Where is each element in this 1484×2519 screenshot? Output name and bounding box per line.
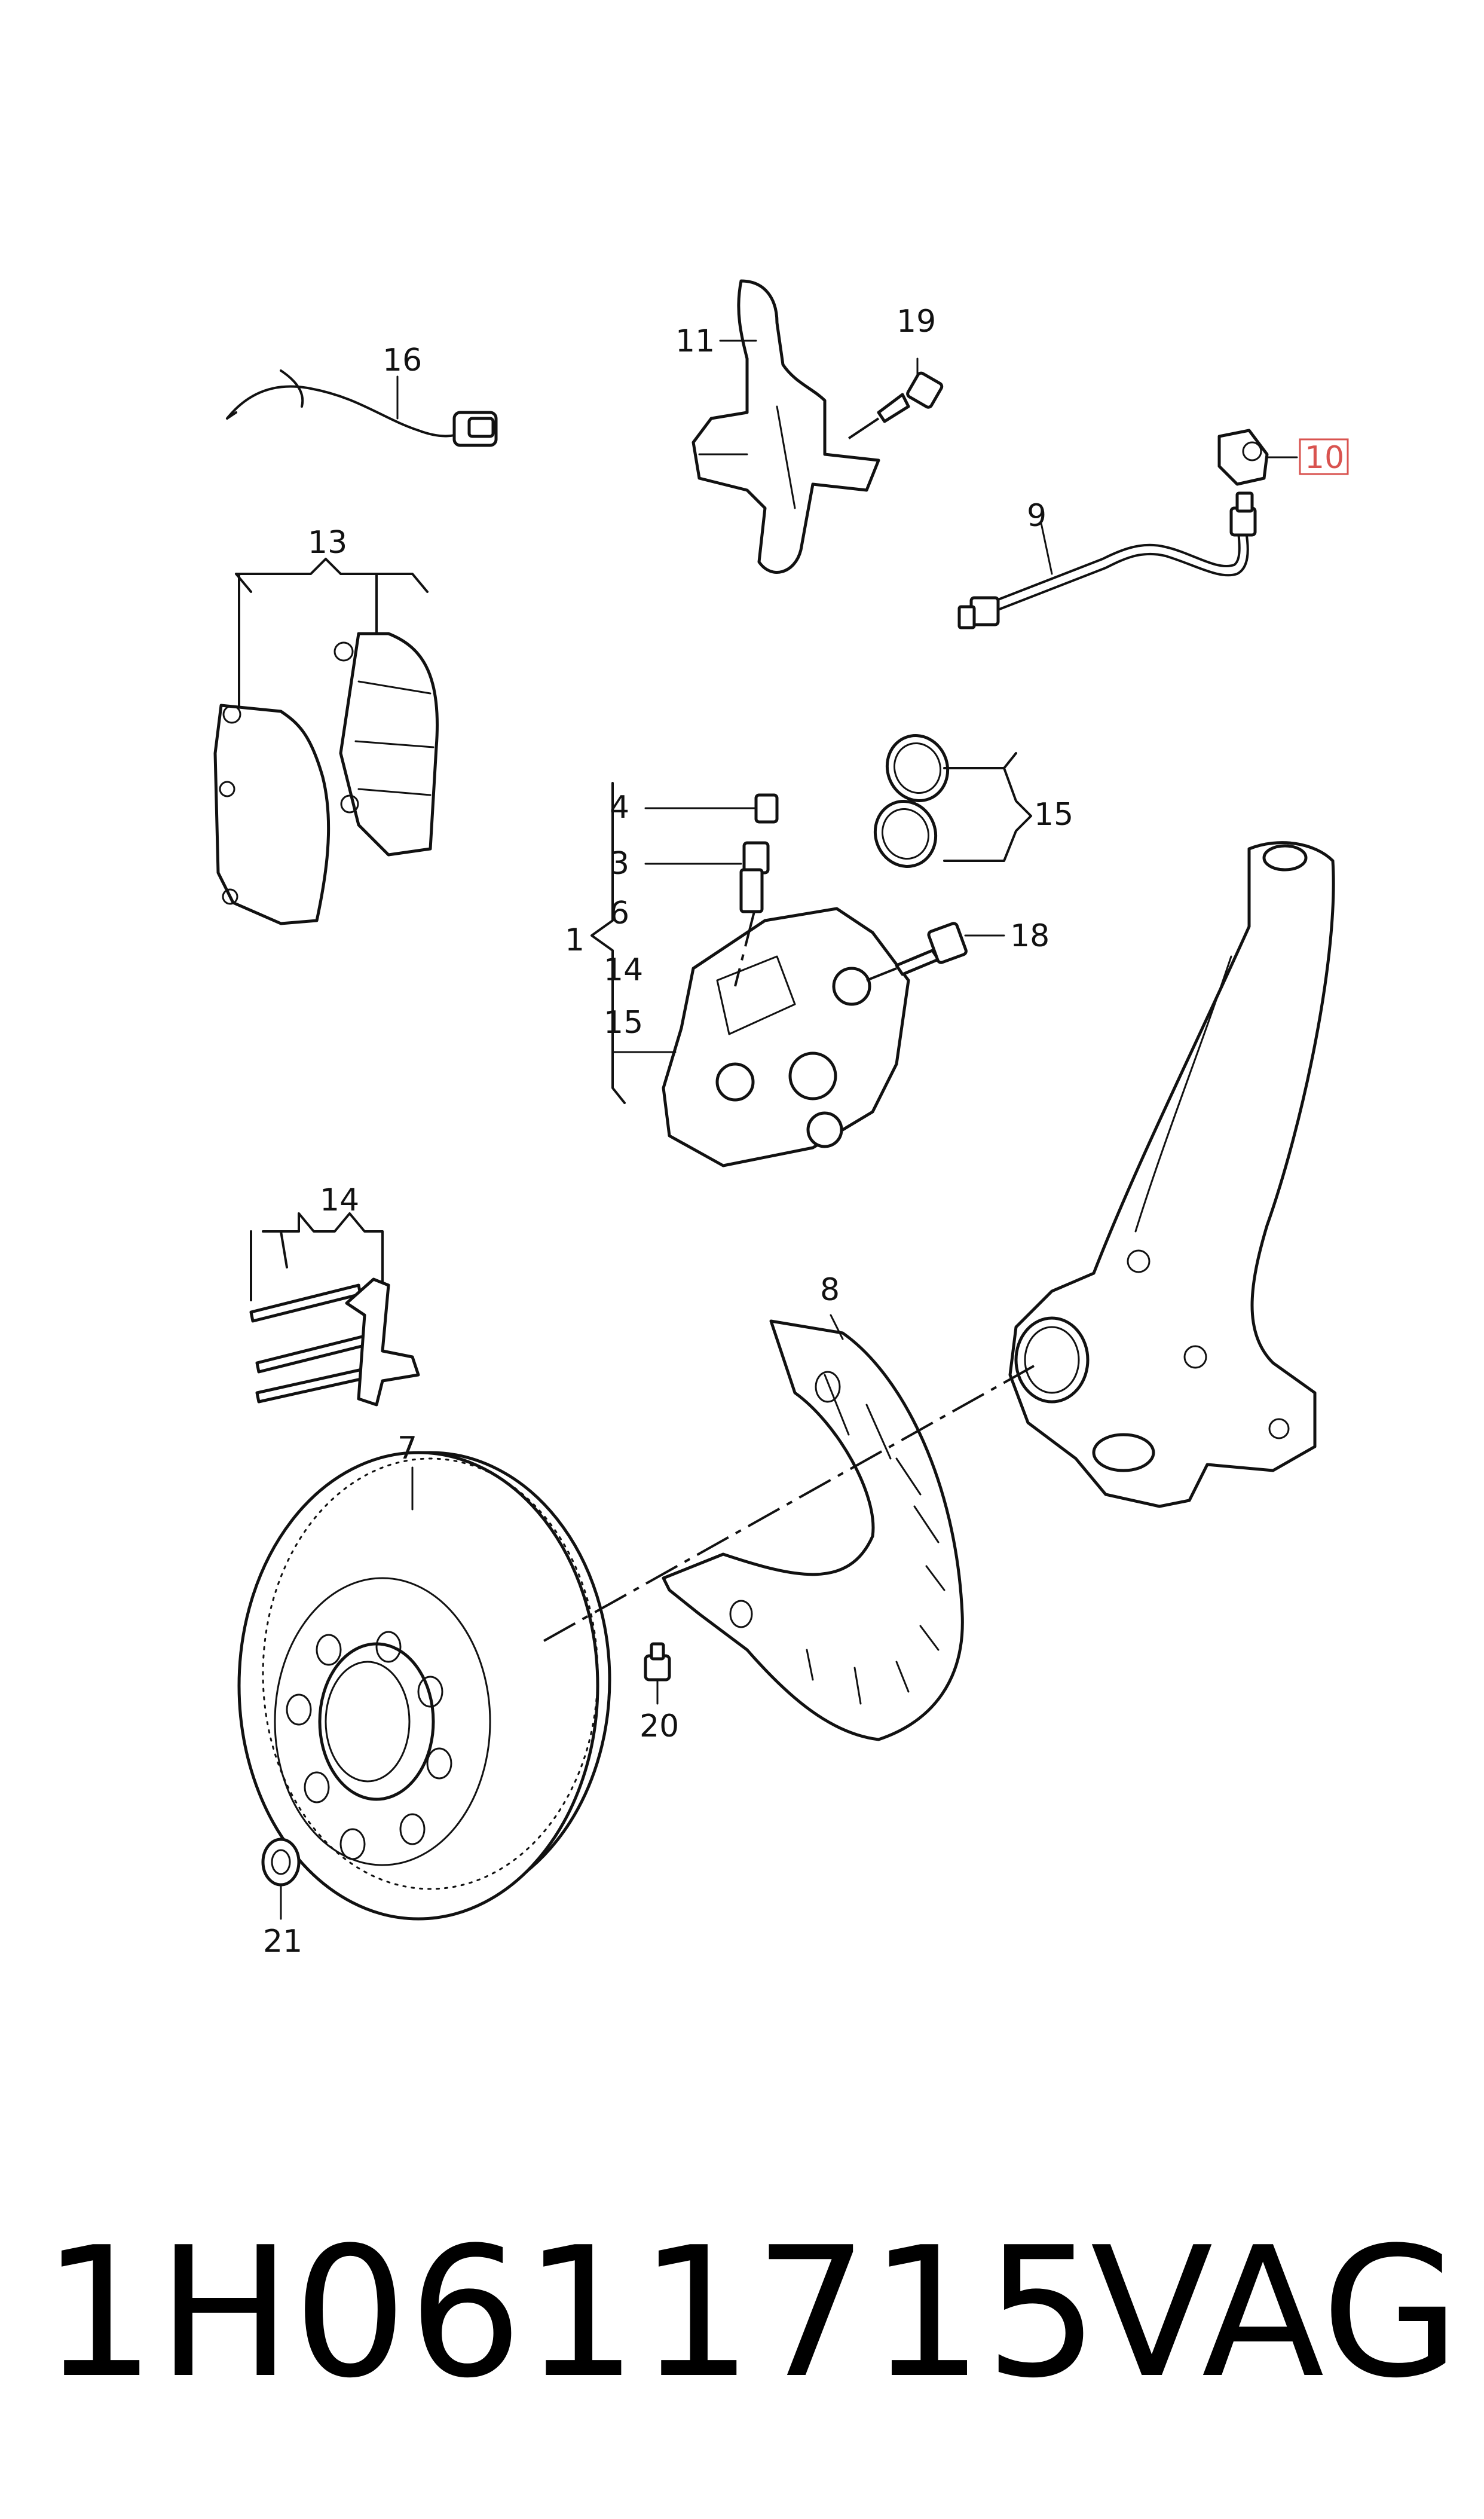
callout-15b: 15: [1034, 797, 1073, 833]
bleeder-valve-4: [644, 793, 779, 824]
bolt-18: [866, 922, 1005, 982]
brake-pads-13: [213, 558, 439, 925]
callout-20: 20: [640, 1708, 679, 1744]
callout-14a: 14: [604, 952, 643, 988]
assembly-axis: [543, 1365, 1035, 1642]
caliper-1: [590, 782, 910, 1167]
clip-10: [1217, 429, 1349, 486]
callout-14b: 14: [320, 1182, 359, 1218]
bleeder-screw-3: [644, 841, 770, 913]
callout-11: 11: [675, 323, 715, 359]
callout-6: 6: [610, 895, 629, 931]
callout-7: 7: [397, 1430, 417, 1466]
callout-13: 13: [308, 525, 347, 561]
wear-sensor-16: [226, 369, 498, 447]
callout-19: 19: [896, 304, 936, 340]
callout-21: 21: [263, 1924, 302, 1959]
steering-knuckle: [1008, 841, 1335, 1508]
callout-8: 8: [820, 1272, 840, 1308]
brake-disc-7: [237, 1451, 611, 1921]
screw-21: [261, 1838, 301, 1920]
callout-9: 9: [1027, 498, 1047, 534]
bolt-19: [842, 357, 944, 444]
brake-line-9: [957, 491, 1257, 629]
pad-hardware-14: [249, 1212, 420, 1407]
bolt-20: [644, 1642, 671, 1705]
callout-15a: 15: [604, 1005, 643, 1041]
brake-assembly-diagram: 16 11 19 10 9: [213, 279, 1349, 1959]
callout-10: 10: [1305, 440, 1344, 476]
callout-18: 18: [1010, 918, 1049, 954]
splash-shield-8: [662, 1314, 964, 1741]
callout-16: 16: [383, 343, 422, 378]
part-number: 1H0611715: [42, 2209, 1100, 2417]
seals-15: [873, 734, 1032, 868]
bracket-11: [691, 279, 880, 574]
callout-1: 1: [565, 922, 585, 958]
brand-name: VAG: [1090, 2209, 1460, 2417]
